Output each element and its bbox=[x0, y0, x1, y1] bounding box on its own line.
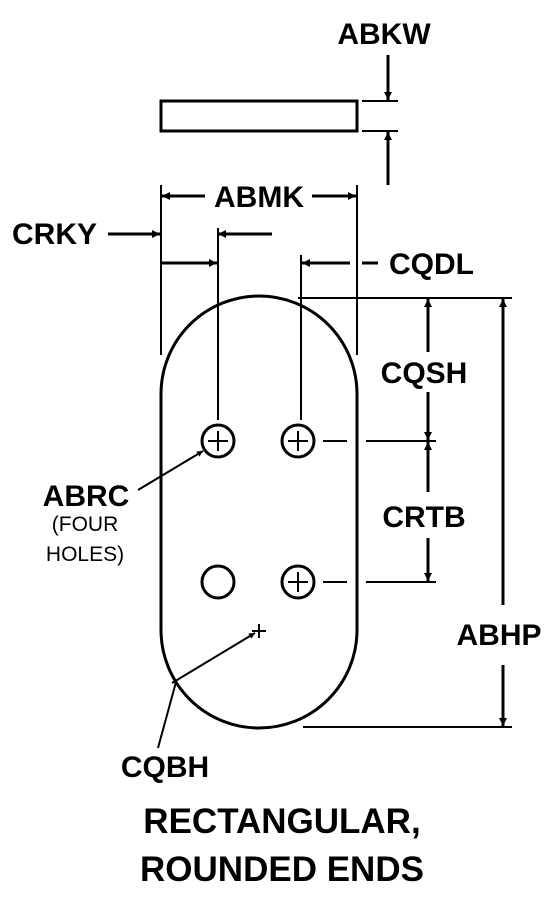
abmk-label: ABMK bbox=[214, 181, 304, 214]
hole-top-right bbox=[280, 423, 316, 459]
cqbh-label: CQBH bbox=[121, 751, 209, 784]
cqbh-radius-arrow bbox=[171, 632, 256, 684]
abkw-label: ABKW bbox=[337, 18, 431, 51]
cqdl-label: CQDL bbox=[389, 248, 474, 281]
abrc-leader bbox=[137, 450, 204, 491]
hole-bottom-right bbox=[280, 564, 316, 600]
abhp-label: ABHP bbox=[456, 619, 541, 652]
crky-label: CRKY bbox=[12, 218, 97, 251]
abrc-note-line2: HOLES) bbox=[46, 543, 124, 566]
abrc-label: ABRC bbox=[43, 480, 130, 513]
cqsh-label: CQSH bbox=[381, 357, 468, 390]
crtb-label: CRTB bbox=[382, 501, 465, 534]
title-line2: ROUNDED ENDS bbox=[140, 850, 424, 889]
title-line1: RECTANGULAR, bbox=[143, 802, 420, 841]
rounded-plate-outline bbox=[159, 294, 359, 730]
hole-top-left bbox=[200, 423, 236, 459]
thickness-side-view bbox=[159, 99, 359, 133]
abrc-note-line1: (FOUR bbox=[52, 513, 119, 536]
cqbh-leader-up bbox=[157, 681, 177, 749]
hole-bottom-left bbox=[200, 564, 236, 600]
